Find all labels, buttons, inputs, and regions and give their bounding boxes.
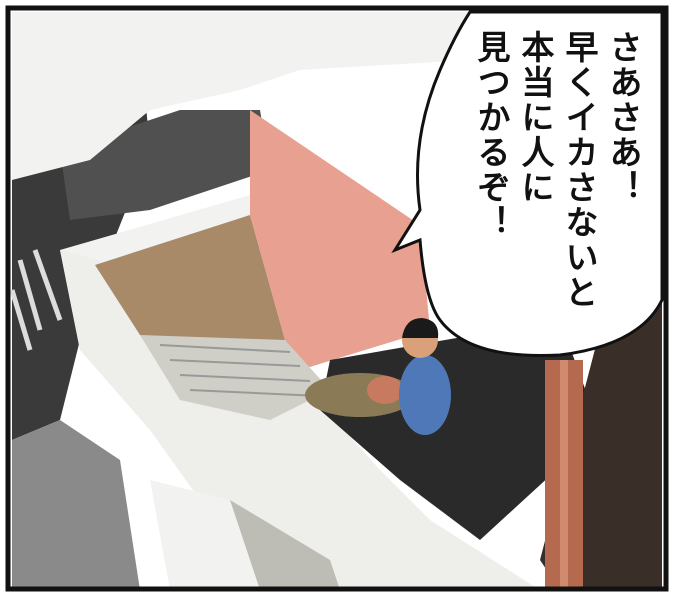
speech-balloon bbox=[391, 10, 664, 358]
panel-border bbox=[5, 5, 669, 592]
man-figure bbox=[399, 355, 451, 435]
stair-front-wall bbox=[60, 250, 540, 590]
pink-wall bbox=[250, 110, 430, 370]
concrete-wall-top bbox=[12, 12, 480, 180]
inner-wall bbox=[95, 215, 285, 355]
landing-floor bbox=[320, 320, 600, 540]
sidewalk bbox=[12, 420, 140, 590]
